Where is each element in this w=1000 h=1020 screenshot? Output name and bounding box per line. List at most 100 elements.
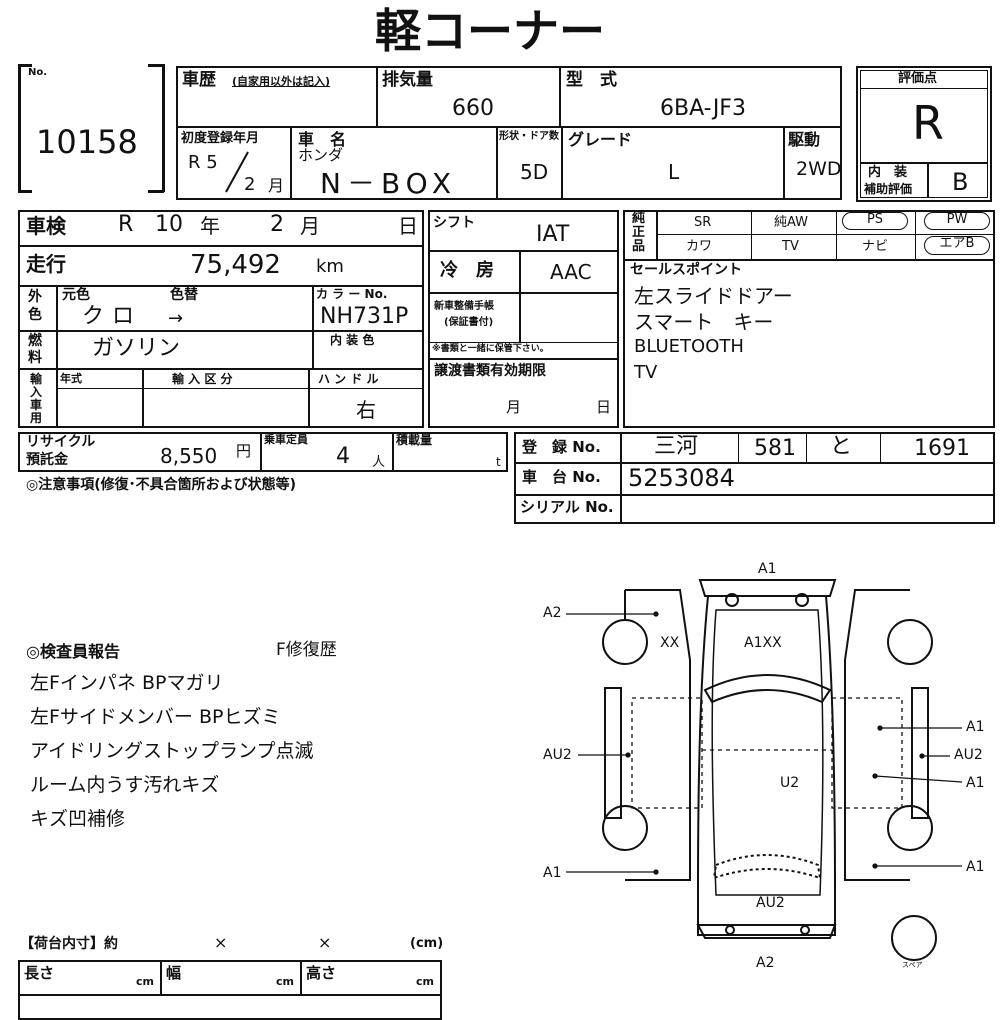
- mileage-value: 75,492: [190, 250, 281, 280]
- cargo-label: 【荷台内寸】約: [20, 936, 118, 952]
- inspector-line-4: ルーム内うす汚れキズ: [30, 774, 220, 796]
- capacity-unit: 人: [372, 455, 386, 470]
- fuel-value: ガソリン: [92, 336, 181, 361]
- cargo-length-label: 長さ: [24, 964, 55, 982]
- car-maker: ホンダ: [298, 146, 344, 164]
- registration-region: 三河: [654, 434, 699, 459]
- lot-number-bracket: No. 10158: [18, 64, 166, 196]
- car-damage-diagram: [566, 579, 963, 961]
- chassis-value: 5253084: [628, 464, 735, 492]
- cargo-width-cm: cm: [276, 975, 294, 988]
- color-side-2: 色: [28, 307, 42, 323]
- score-box: [856, 66, 992, 202]
- no-label: No.: [28, 67, 48, 78]
- diagram-rear: AU2: [756, 895, 785, 911]
- sales-point-2: スマート キー: [634, 310, 774, 334]
- diagram-bottom: A2: [756, 955, 775, 971]
- transfer-day-unit: 日: [596, 398, 612, 416]
- diagram-front-center: A1XX: [744, 635, 782, 651]
- first-reg-label: 初度登録年月: [181, 131, 260, 146]
- handle-label: ハ ン ド ル: [318, 372, 379, 386]
- displacement-label: 排気量: [382, 70, 433, 90]
- color-code-value: NH731P: [320, 304, 409, 329]
- import-category-label: 輸 入 区 分: [172, 372, 233, 386]
- load-unit: t: [496, 455, 501, 469]
- registration-kana: と: [830, 434, 853, 459]
- cargo-unit: (cm): [410, 936, 444, 951]
- import-side-label: 輸入車用: [30, 372, 43, 425]
- diagram-front-left: XX: [660, 635, 680, 651]
- first-reg-slash: [225, 151, 249, 193]
- inspection-month-unit: 月: [300, 214, 320, 238]
- score-label: 評価点: [898, 71, 938, 86]
- cargo-height-label: 高さ: [306, 964, 337, 982]
- first-reg-era: R 5: [188, 152, 218, 173]
- diagram-right-2: AU2: [954, 747, 983, 763]
- capacity-label: 乗車定員: [264, 433, 308, 446]
- model-code-value: 6BA-JF3: [660, 96, 746, 121]
- sales-points-label: セールスポイント: [630, 262, 742, 278]
- recycle-label-2: 預託金: [26, 452, 68, 468]
- color-side-1: 外: [28, 289, 42, 305]
- diagram-left-top: A2: [543, 605, 562, 621]
- inspection-year-unit: 年: [200, 214, 220, 238]
- sales-point-4: TV: [634, 362, 658, 383]
- orig-color-value: クロ: [82, 304, 143, 329]
- registration-class: 581: [754, 436, 796, 461]
- interior-label-1: 内 装: [868, 165, 908, 180]
- option-airbag: エアB: [924, 236, 990, 255]
- capacity-value: 4: [336, 444, 350, 469]
- recycle-value: 8,550: [160, 444, 218, 468]
- option-sr: SR: [694, 215, 712, 230]
- shift-grid: [428, 210, 619, 428]
- inspection-grid: [18, 210, 424, 428]
- inspector-note: F修復歴: [276, 640, 337, 660]
- vehicle-info-grid: [176, 66, 842, 200]
- model-code-label: 型 式: [566, 70, 617, 90]
- inspection-label: 車検: [26, 214, 66, 238]
- diagram-top: A1: [758, 561, 777, 577]
- inspection-era: R: [118, 212, 134, 237]
- ac-value: AAC: [550, 260, 592, 284]
- fuel-side-2: 料: [28, 350, 42, 366]
- inspection-day-unit: 日: [398, 214, 418, 238]
- ac-label: 冷 房: [440, 260, 494, 281]
- inspector-line-1: 左Fインパネ BPマガリ: [30, 672, 224, 694]
- mileage-unit: km: [316, 256, 344, 277]
- cargo-width-label: 幅: [166, 964, 182, 982]
- diagram-center: U2: [780, 775, 800, 791]
- interior-color-label: 内 装 色: [330, 333, 375, 347]
- first-reg-month: 2: [244, 174, 256, 195]
- import-year-label: 年式: [60, 372, 82, 385]
- inspector-line-5: キズ凹補修: [30, 808, 126, 830]
- option-navi: ナビ: [862, 239, 889, 254]
- registration-label: 登 録 No.: [522, 438, 601, 456]
- load-label: 積載量: [396, 433, 433, 447]
- warranty-note: ※書類と一緒に保管下さい。: [432, 344, 549, 354]
- color-change-label: 色替: [170, 287, 198, 303]
- registration-number: 1691: [914, 436, 970, 461]
- car-name-value: N－BOX: [320, 167, 458, 200]
- fuel-side-1: 燃: [28, 333, 42, 349]
- options-side-2: 正: [632, 225, 646, 240]
- doors-value: 5D: [520, 160, 549, 184]
- option-tv: TV: [782, 239, 799, 254]
- page-title: 軽コーナー: [375, 4, 605, 58]
- diagram-left-mid: AU2: [543, 747, 572, 763]
- option-leather: カワ: [686, 239, 713, 254]
- recycle-label-1: リサイクル: [26, 434, 96, 450]
- options-side-1: 純: [632, 211, 646, 226]
- displacement-value: 660: [452, 96, 494, 121]
- mileage-label: 走行: [26, 252, 66, 276]
- recycle-grid: [18, 432, 508, 472]
- drive-label: 駆動: [788, 130, 821, 149]
- diagram-spare: スペア: [902, 961, 923, 969]
- transfer-month-unit: 月: [506, 398, 522, 416]
- color-arrow: →: [168, 308, 184, 329]
- serial-label: シリアル No.: [520, 498, 614, 516]
- warranty-label-2: (保証書付): [444, 317, 494, 328]
- history-note: (自家用以外は記入): [232, 75, 331, 88]
- lot-number: 10158: [36, 123, 138, 161]
- option-alloy-wheel: 純AW: [774, 215, 809, 230]
- handle-value: 右: [356, 398, 376, 422]
